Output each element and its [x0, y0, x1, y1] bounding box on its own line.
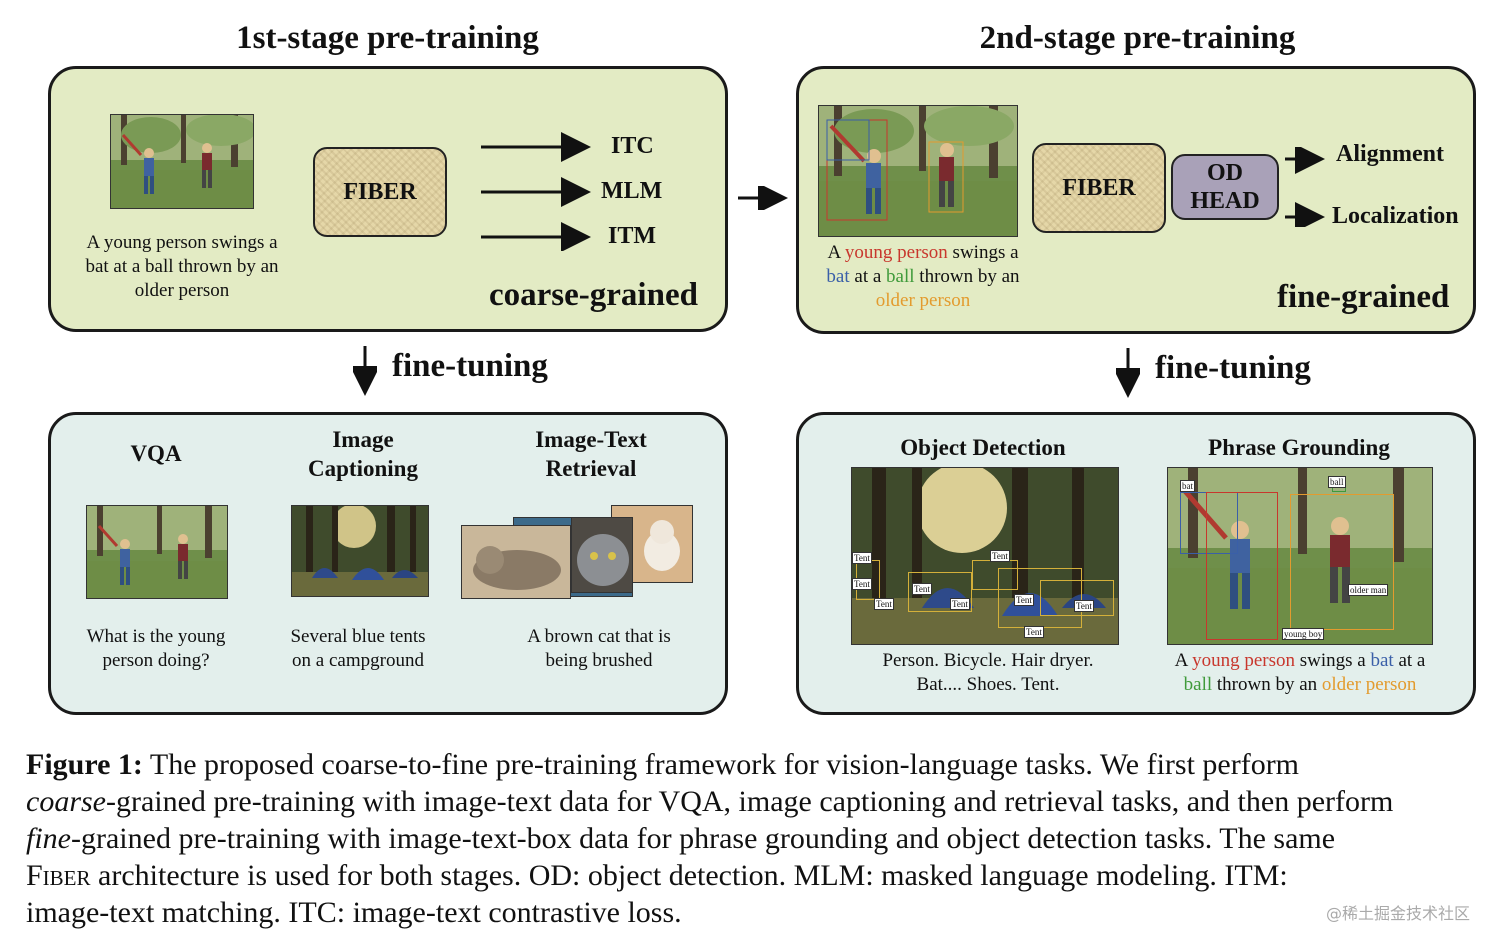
caption-line-2: coarse-grained pre-training with image-t…	[26, 785, 1394, 818]
arrow-down-icon	[353, 346, 377, 396]
bbox-label: Tent	[1074, 600, 1094, 612]
cats-photo-stack	[461, 505, 693, 605]
fiber-model-box: FIBER	[313, 147, 447, 237]
finetune-label-left: fine-tuning	[392, 348, 548, 384]
output-localization: Localization	[1332, 203, 1459, 229]
task-od-text: Person. Bicycle. Hair dryer. Bat.... Sho…	[882, 650, 1094, 695]
bbox-label: young boy	[1282, 628, 1325, 640]
stage1-title: 1st-stage pre-training	[236, 20, 539, 56]
task-vqa-text: What is the young person doing?	[86, 626, 226, 671]
task-captioning-title: Image Captioning	[308, 427, 418, 481]
finetune-label-right: fine-tuning	[1155, 350, 1311, 386]
bbox-label: Tent	[1014, 594, 1034, 606]
bbox-label: ball	[1328, 476, 1346, 488]
task-retrieval-title: Image-Text Retrieval	[535, 427, 647, 481]
bbox-label: Tent	[912, 583, 932, 595]
fiber-model-box: FIBER	[1032, 143, 1166, 233]
coarse-grained-label: coarse-grained	[489, 277, 698, 313]
caption-line-1: Figure 1: The proposed coarse-to-fine pr…	[26, 748, 1300, 781]
bbox-label: Tent	[852, 552, 872, 564]
arrow-down-icon	[1116, 348, 1140, 398]
od-head-box: OD HEAD	[1171, 154, 1279, 220]
watermark: @稀土掘金技术社区	[1326, 904, 1471, 923]
baseball-photo	[110, 114, 254, 209]
baseball-photo	[86, 505, 228, 599]
task-pg-text: A young person swings a bat at a ball th…	[1174, 650, 1426, 695]
tents-photo	[291, 505, 429, 597]
arrow-right-icon	[738, 186, 788, 210]
bbox-label: Tent	[990, 550, 1010, 562]
output-alignment: Alignment	[1336, 141, 1444, 167]
stage1-panel: A young person swings a bat at a ball th…	[48, 66, 728, 332]
output-itc: ITC	[611, 133, 654, 159]
figure-caption: Figure 1: The proposed coarse-to-fine pr…	[26, 746, 1492, 931]
od-photo: Tent Tent Tent Tent Tent Tent Tent Tent …	[851, 467, 1119, 645]
stage2-caption: A young person swings a bat at a ball th…	[826, 242, 1020, 311]
output-itm: ITM	[608, 223, 656, 249]
stage2-output-arrows	[1285, 147, 1325, 227]
bbox-label: Tent	[950, 598, 970, 610]
task-retrieval-text: A brown cat that is being brushed	[527, 626, 671, 671]
task-captioning-text: Several blue tents on a campground	[290, 626, 426, 671]
bbox-label: Tent	[852, 578, 872, 590]
stage1-caption: A young person swings a bat at a ball th…	[85, 232, 279, 301]
stage2-panel: A young person swings a bat at a ball th…	[796, 66, 1476, 334]
output-mlm: MLM	[601, 178, 663, 204]
pg-photo: bat ball older man young boy	[1167, 467, 1433, 645]
bbox-label: Tent	[874, 598, 894, 610]
caption-line-4: Fiber architecture is used for both stag…	[26, 859, 1288, 892]
task-vqa-title: VQA	[130, 441, 182, 466]
bbox-label: older man	[1348, 584, 1389, 596]
fine-grained-label: fine-grained	[1277, 279, 1450, 315]
stage1-output-arrows	[481, 132, 591, 251]
bbox-label: bat	[1180, 480, 1195, 492]
baseball-photo-boxed	[818, 105, 1018, 237]
caption-line-3: fine-grained pre-training with image-tex…	[26, 822, 1336, 855]
stage2-title: 2nd-stage pre-training	[979, 20, 1296, 56]
cat-photo	[571, 517, 633, 593]
cat-photo	[461, 525, 571, 599]
fine-tasks-panel: Object Detection Tent Tent Tent Tent Ten…	[796, 412, 1476, 715]
caption-line-5: image-text matching. ITC: image-text con…	[26, 896, 682, 929]
bbox-label: Tent	[1024, 626, 1044, 638]
coarse-tasks-panel: VQA What is the young person doing? Imag…	[48, 412, 728, 715]
task-pg-title: Phrase Grounding	[1208, 435, 1390, 460]
task-od-title: Object Detection	[900, 435, 1066, 460]
